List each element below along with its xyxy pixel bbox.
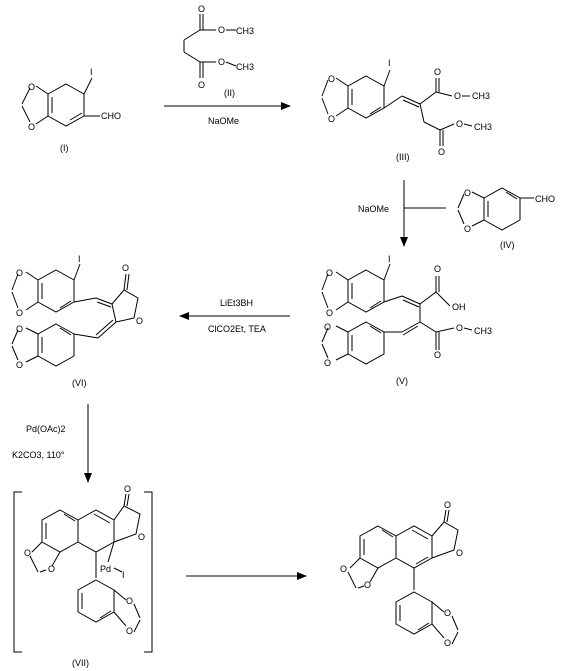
atom-o: O <box>324 322 331 332</box>
atom-o: O <box>16 360 23 370</box>
iodine-label: I <box>388 254 391 264</box>
atom-o: O <box>124 484 131 494</box>
compound-VI: O O I O O O O (VI) <box>11 254 143 388</box>
atom-o: O <box>434 350 441 360</box>
atom-o: O <box>198 80 205 90</box>
atom-o: O <box>464 188 471 198</box>
methyl-label: CH3 <box>236 26 254 36</box>
atom-o: O <box>328 74 335 84</box>
compound-label-I: (I) <box>60 143 69 153</box>
methyl-label: CH3 <box>472 91 490 101</box>
atom-o: O <box>48 564 55 574</box>
atom-o: O <box>126 626 133 636</box>
final-product: O O O O O O <box>340 500 463 648</box>
atom-o: O <box>434 264 441 274</box>
cho-label: CHO <box>101 111 121 121</box>
compound-VII: O O O O Pd I O O (VII) <box>13 484 153 668</box>
iodine-label: I <box>78 254 81 264</box>
atom-o: O <box>28 122 35 132</box>
compound-label-III: (III) <box>396 152 410 162</box>
atom-o: O <box>444 500 451 510</box>
atom-o: O <box>324 358 331 368</box>
reagent-step3-top: LiEt3BH <box>220 298 253 308</box>
atom-o: O <box>16 308 23 318</box>
atom-o: O <box>326 268 333 278</box>
compound-II: O O O O CH3 CH3 (II) <box>183 4 254 98</box>
reagent-step3-bottom: ClCO2Et, TEA <box>208 324 266 334</box>
atom-o: O <box>326 308 333 318</box>
atom-o: O <box>16 268 23 278</box>
compound-IV: O O CHO (IV) <box>457 187 555 250</box>
atom-o: O <box>28 82 35 92</box>
atom-o: O <box>444 608 451 618</box>
atom-o: O <box>454 91 461 101</box>
hydroxyl-label: OH <box>452 302 466 312</box>
methyl-label: CH3 <box>474 326 492 336</box>
iodine-label: I <box>388 58 391 68</box>
reagent-step4-top: Pd(OAc)2 <box>26 424 66 434</box>
compound-label-II: (II) <box>224 88 235 98</box>
compound-I: O O I CHO (I) <box>21 67 121 153</box>
compound-V: O O I O OH O O CH3 O O (V) <box>321 254 492 386</box>
atom-o: O <box>24 548 31 558</box>
cho-label: CHO <box>535 194 555 204</box>
reagent-step4-bottom: K2CO3, 110° <box>12 450 65 460</box>
atom-o: O <box>434 67 441 77</box>
compound-label-VI: (VI) <box>72 378 87 388</box>
atom-o: O <box>438 147 445 157</box>
iodine-label: I <box>90 67 93 77</box>
atom-o: O <box>126 596 133 606</box>
reagent-step2: NaOMe <box>358 204 389 214</box>
atom-o: O <box>122 263 129 273</box>
palladium-label: Pd <box>100 564 111 574</box>
atom-o: O <box>198 4 205 14</box>
atom-o: O <box>218 57 225 67</box>
methyl-label: CH3 <box>236 62 254 72</box>
atom-o: O <box>464 224 471 234</box>
atom-o: O <box>340 564 347 574</box>
compound-label-VII: (VII) <box>72 658 89 668</box>
atom-o: O <box>456 548 463 558</box>
compound-label-V: (V) <box>396 376 408 386</box>
atom-o: O <box>328 114 335 124</box>
atom-o: O <box>136 316 143 326</box>
compound-label-IV: (IV) <box>500 240 515 250</box>
atom-o: O <box>16 324 23 334</box>
atom-o: O <box>456 323 463 333</box>
iodine-label: I <box>122 570 125 580</box>
atom-o: O <box>456 119 463 129</box>
atom-o: O <box>364 580 371 590</box>
atom-o: O <box>218 25 225 35</box>
atom-o: O <box>138 532 145 542</box>
reagent-step1: NaOMe <box>208 116 239 126</box>
compound-III: O O I O O CH3 O O CH3 (III) <box>321 58 492 162</box>
methyl-label: CH3 <box>474 122 492 132</box>
atom-o: O <box>444 638 451 648</box>
